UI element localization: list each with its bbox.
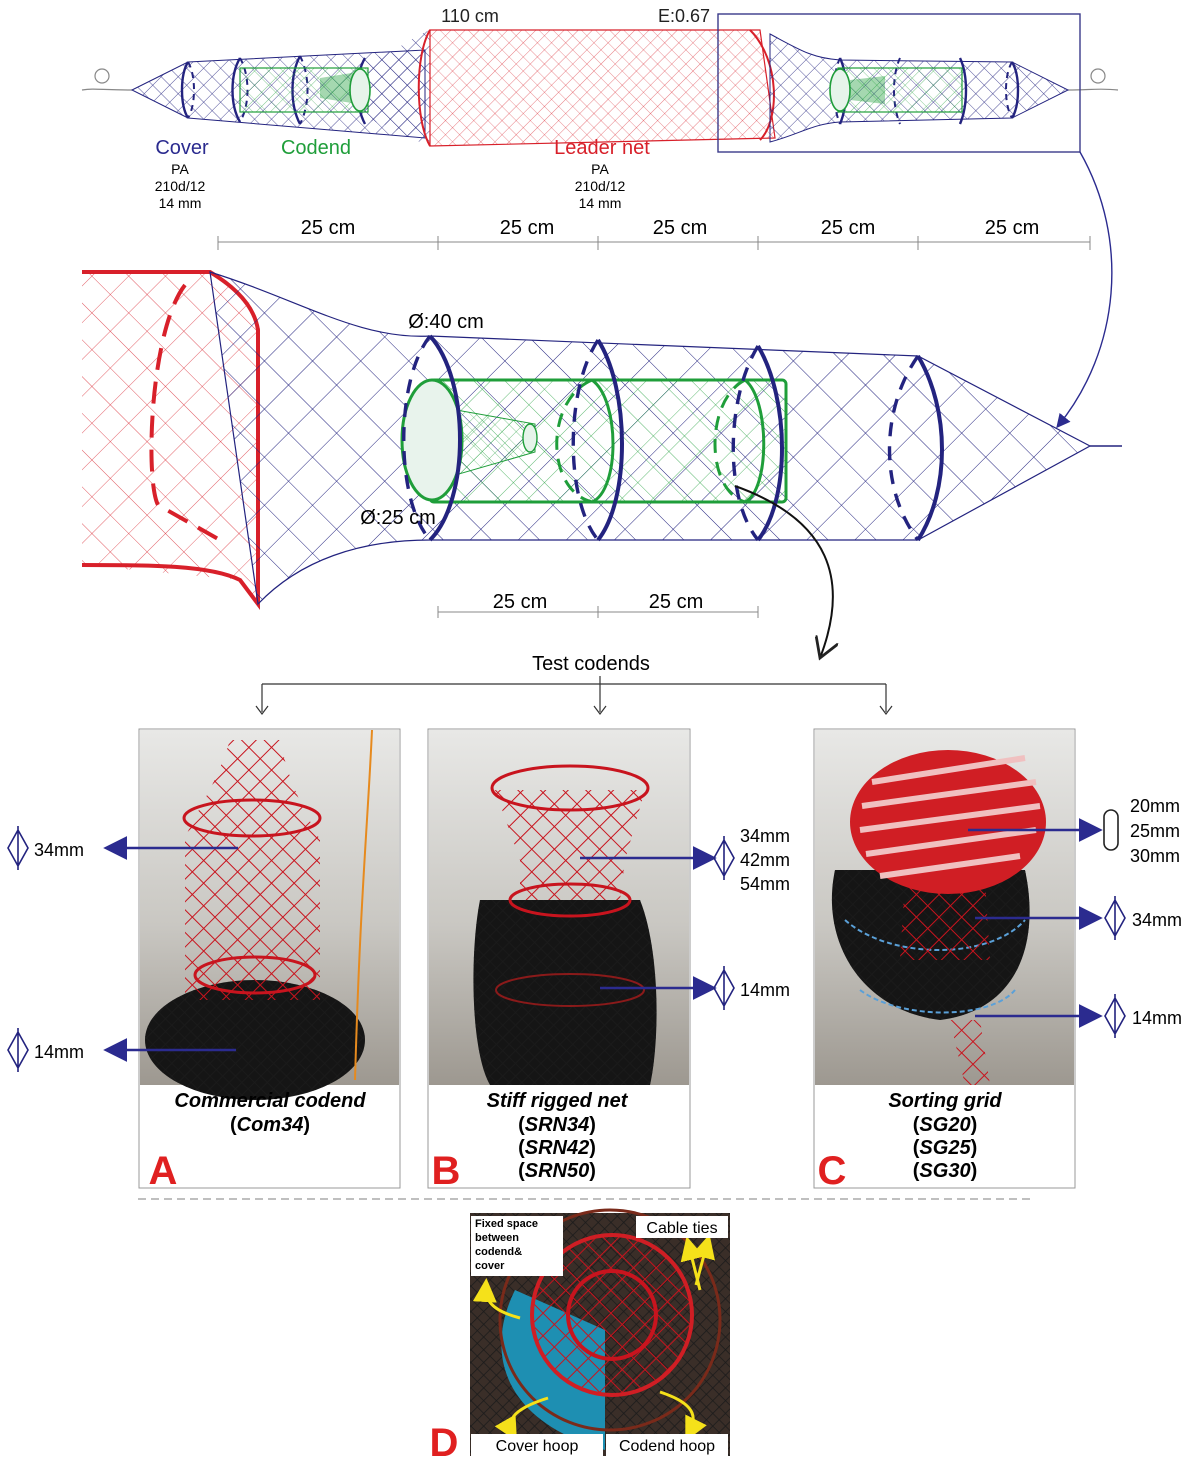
panel-a-mesh-markers: 34mm 14mm	[7, 826, 238, 1072]
cover-mesh: 14 mm	[159, 195, 202, 211]
panel-a-code-line: (Com34)	[230, 1114, 310, 1136]
panel-b-code-line-1: (SRN34)	[518, 1114, 596, 1136]
panel-b-mesh-54: 54mm	[740, 874, 790, 894]
panel-d-letter: D	[430, 1421, 459, 1461]
fixed-space-line-4: cover	[475, 1260, 505, 1272]
panel-c-code-line-3: (SG30)	[913, 1160, 978, 1182]
photo-commercial-codend	[140, 729, 399, 1100]
leader-twine: 210d/12	[575, 178, 626, 194]
panel-d: Fixed space between codend& cover Cable …	[430, 1208, 730, 1461]
panel-c-code-1: SG20	[919, 1114, 970, 1136]
panel-a-mesh-34: 34mm	[34, 840, 84, 860]
panel-b-code-line-3: (SRN50)	[518, 1160, 596, 1182]
panel-b-mesh-34: 34mm	[740, 826, 790, 846]
codend-segment-label-2: 25 cm	[649, 591, 703, 613]
panel-b-mesh-14: 14mm	[740, 980, 790, 1000]
segment-label-1: 25 cm	[301, 217, 355, 239]
cover-diameter-label: Ø:40 cm	[408, 311, 484, 333]
cable-ties-label: Cable ties	[646, 1220, 717, 1237]
panel-c-mesh-markers: 20mm 25mm 30mm 34mm 14mm	[968, 796, 1182, 1038]
panel-b-code-2: SRN42	[525, 1137, 589, 1159]
panel-c-code-3: SG30	[919, 1160, 970, 1182]
fixed-space-line-3: codend&	[475, 1246, 522, 1258]
panel-b-code-1: SRN34	[525, 1114, 589, 1136]
panel-b-mesh-markers: 34mm 42mm 54mm 14mm	[580, 826, 790, 1010]
cover-hoop-label: Cover hoop	[496, 1438, 579, 1455]
leader-label: Leader net	[554, 137, 650, 159]
cover-material: PA	[171, 161, 189, 177]
panel-c-letter: C	[818, 1149, 847, 1193]
detail-leader-net	[82, 272, 260, 604]
segment-label-4: 25 cm	[821, 217, 875, 239]
photo-sorting-grid	[815, 730, 1074, 1085]
hanging-ratio-label: E:0.67	[658, 6, 710, 26]
codend-label: Codend	[281, 137, 351, 159]
panel-b-code-3: SRN50	[525, 1160, 589, 1182]
detail-selection-box	[717, 13, 1081, 153]
leader-material: PA	[591, 161, 609, 177]
fixed-space-line-2: between	[475, 1232, 519, 1244]
panel-c-mesh-14: 14mm	[1132, 1008, 1182, 1028]
overview-diagram: 110 cm E:0.67 Cover PA 210d/12 14 mm Cod…	[81, 6, 1119, 429]
segment-label-3: 25 cm	[653, 217, 707, 239]
panel-c-code-2: SG25	[919, 1137, 971, 1159]
panel-a-letter: A	[149, 1149, 178, 1193]
panel-c-mesh-25: 25mm	[1130, 821, 1180, 841]
codend-hoop-label: Codend hoop	[619, 1438, 715, 1455]
test-codends-label: Test codends	[532, 653, 650, 675]
panel-c-mesh-30: 30mm	[1130, 846, 1180, 866]
panel-b-code-line-2: (SRN42)	[518, 1137, 596, 1159]
codend-mouth	[400, 378, 464, 502]
segment-label-2: 25 cm	[500, 217, 554, 239]
panel-b-letter: B	[432, 1149, 461, 1193]
panel-a: Commercial codend (Com34) A 34mm 14mm	[7, 728, 401, 1193]
panel-c-mesh-20: 20mm	[1130, 796, 1180, 816]
segment-label-5: 25 cm	[985, 217, 1039, 239]
panel-c: Sorting grid (SG20) (SG25) (SG30) C 20mm…	[813, 728, 1182, 1193]
codend-net-right	[837, 67, 963, 113]
cover-label: Cover	[155, 137, 209, 159]
detail-diagram: 25 cm 25 cm 25 cm 25 cm 25 cm	[81, 217, 1122, 658]
panel-a-mesh-14: 14mm	[34, 1042, 84, 1062]
photo-stiff-rigged-net	[429, 730, 689, 1085]
slot-opening-icon	[1103, 809, 1119, 851]
fixed-space-line-1: Fixed space	[475, 1218, 538, 1230]
panel-c-mesh-34: 34mm	[1132, 910, 1182, 930]
codend-segment-label-1: 25 cm	[493, 591, 547, 613]
leader-net	[429, 29, 776, 147]
panel-b-mesh-42: 42mm	[740, 850, 790, 870]
cover-twine: 210d/12	[155, 178, 206, 194]
panel-c-code-line-2: (SG25)	[913, 1137, 978, 1159]
panel-c-title: Sorting grid	[888, 1090, 1002, 1112]
panel-c-code-line-1: (SG20)	[913, 1114, 978, 1136]
codend-diameter-label: Ø:25 cm	[360, 507, 436, 529]
panel-a-title: Commercial codend	[174, 1090, 366, 1112]
top-length-label: 110 cm	[441, 6, 499, 26]
test-codends-tree: Test codends	[255, 653, 893, 715]
panel-a-code-1: Com34	[237, 1114, 304, 1136]
panel-b-title: Stiff rigged net	[487, 1090, 629, 1112]
panel-b: Stiff rigged net (SRN34) (SRN42) (SRN50)…	[427, 728, 790, 1193]
leader-mesh: 14 mm	[579, 195, 622, 211]
